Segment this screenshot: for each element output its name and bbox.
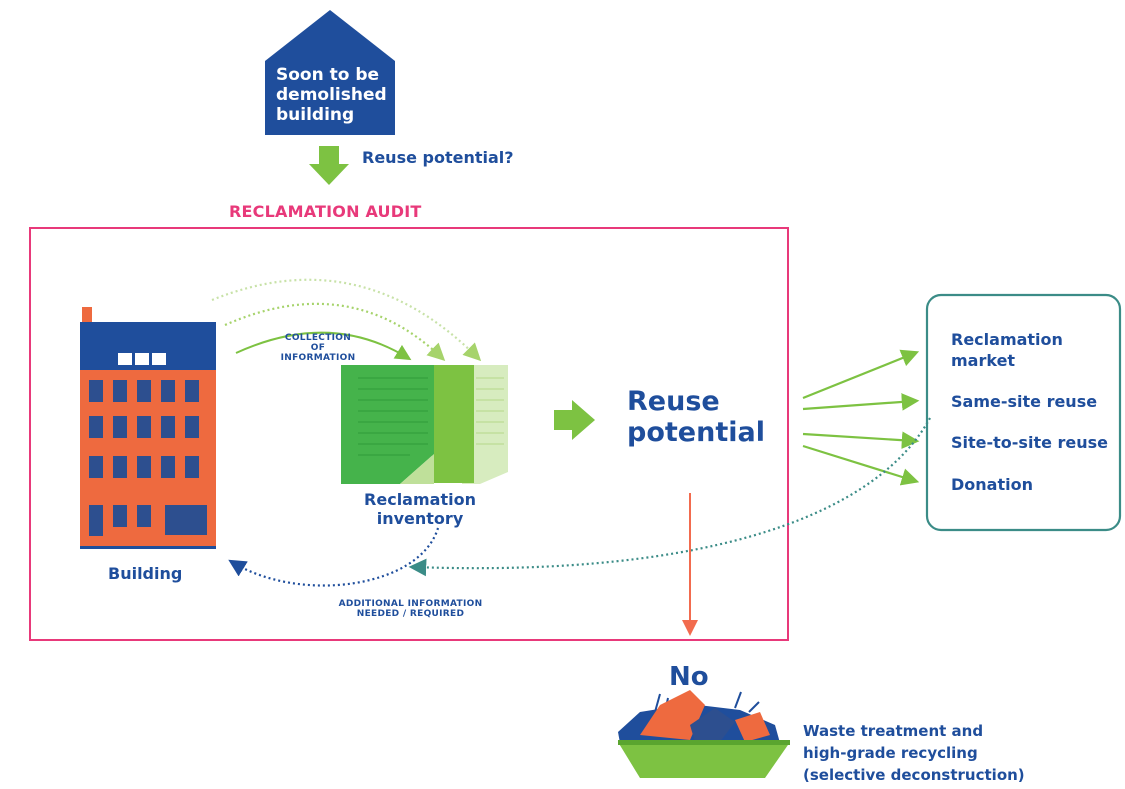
inventory-line-2: inventory [376,509,464,528]
right-arrow-icon [554,400,595,440]
building-illustration [80,307,216,549]
additional-info-arrow [228,527,440,587]
collection-arrow-inner [235,331,412,361]
reuse-question: Reuse potential? [362,148,514,167]
waste-line-1: Waste treatment and [803,722,984,740]
waste-label: Waste treatment and high-grade recycling… [803,720,1025,786]
inventory-line-1: Reclamation [364,490,476,509]
waste-line-2: high-grade recycling [803,744,978,762]
outcomes-box [925,293,1122,532]
outcome-reclamation-market: Reclamation market [951,329,1063,371]
house-shape [265,10,395,135]
reuse-potential-label: Reuse potential [627,386,765,448]
no-label: No [669,662,709,692]
house-label: Soon to be demolished building [276,65,394,125]
inventory-documents-icon [341,365,508,484]
collection-line-1: COLLECTION [284,333,352,343]
collection-line-3: INFORMATION [280,353,356,363]
additional-line-2: NEEDED / REQUIRED [356,609,465,619]
waste-tray-icon [618,690,790,778]
reuse-potential-line-1: Reuse [627,386,720,417]
house-line-1: Soon to be [276,65,380,85]
building-label: Building [108,564,183,583]
waste-line-3: (selective deconstruction) [803,766,1025,784]
audit-box [29,227,789,641]
reuse-potential-line-2: potential [627,417,765,448]
additional-info-label: ADDITIONAL INFORMATION NEEDED / REQUIRED [318,599,503,619]
outcome-arrows [802,349,920,486]
collection-label: COLLECTION OF INFORMATION [268,333,368,363]
outcome-donation: Donation [951,475,1033,494]
outcome-site-to-site-reuse: Site-to-site reuse [951,433,1109,452]
collection-line-2: OF [310,343,326,353]
house-line-2: demolished [276,85,387,105]
outcome-same-site-reuse: Same-site reuse [951,392,1098,411]
inventory-label: Reclamation inventory [350,490,490,528]
house-line-3: building [276,105,355,125]
down-arrow-icon [309,146,349,185]
audit-title: RECLAMATION AUDIT [229,202,422,221]
feedback-arrow [408,417,931,577]
outcome-reclamation-line-2: market [951,351,1016,370]
outcome-reclamation-line-1: Reclamation [951,330,1063,349]
additional-line-1: ADDITIONAL INFORMATION [338,599,483,609]
